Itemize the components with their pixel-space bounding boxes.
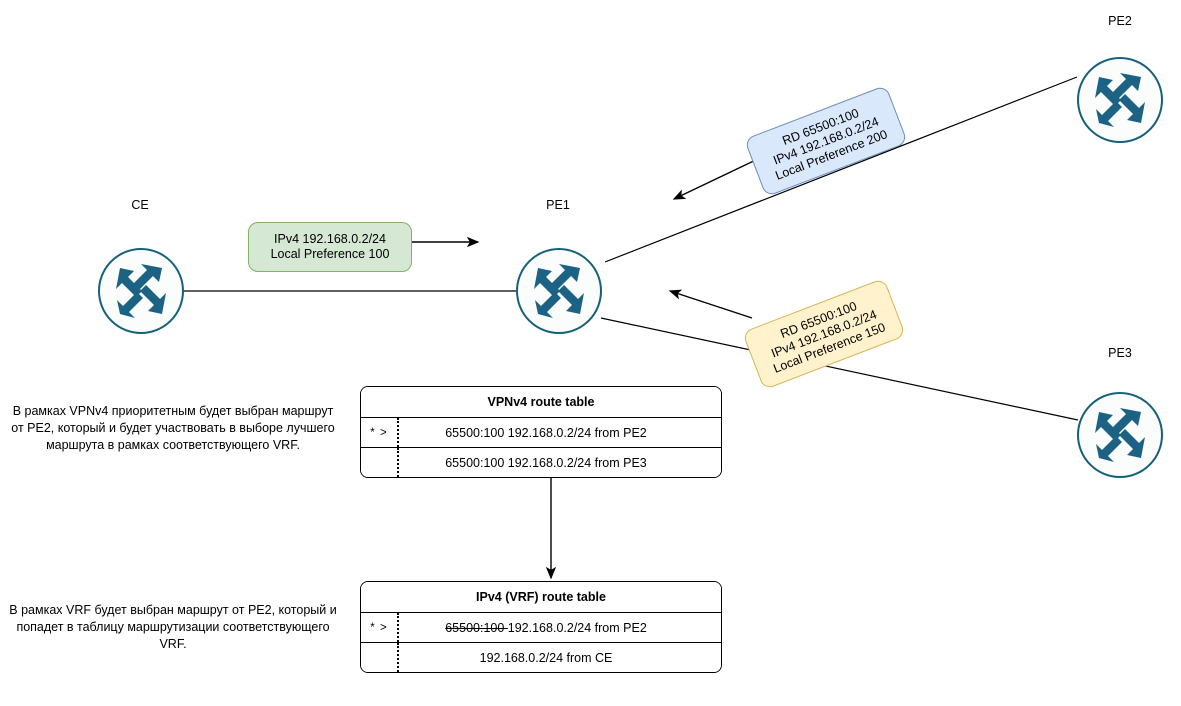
table-row[interactable]: 192.168.0.2/24 from CE bbox=[361, 643, 721, 672]
callout-pe3-advert: RD 65500:100 IPv4 192.168.0.2/24 Local P… bbox=[741, 277, 907, 391]
router-icon bbox=[1095, 408, 1145, 462]
router-icon bbox=[116, 264, 166, 318]
route-entry: 65500:100 192.168.0.2/24 from PE3 bbox=[445, 455, 647, 470]
table-title: IPv4 (VRF) route table bbox=[361, 582, 721, 613]
row-divider bbox=[397, 613, 399, 642]
table-row[interactable]: 65500:100 192.168.0.2/24 from PE3 bbox=[361, 448, 721, 477]
row-divider bbox=[397, 448, 399, 477]
route-entry: 65500:100 192.168.0.2/24 from PE2 bbox=[399, 621, 721, 635]
node-label-pe1: PE1 bbox=[546, 198, 570, 212]
arrow-pe2-advert bbox=[672, 156, 763, 200]
table-vpnv4: VPNv4 route table * > 65500:100 192.168.… bbox=[360, 386, 722, 478]
row-divider bbox=[397, 643, 399, 672]
route-entry: 65500:100 192.168.0.2/24 from PE2 bbox=[445, 425, 647, 440]
row-divider bbox=[397, 418, 399, 447]
router-pe1[interactable] bbox=[516, 248, 602, 334]
table-vrf: IPv4 (VRF) route table * > 65500:100 192… bbox=[360, 581, 722, 673]
best-path-flag: * > bbox=[370, 426, 388, 439]
route-entry-text: 192.168.0.2/24 from PE2 bbox=[507, 620, 647, 635]
note-vpnv4: В рамках VPNv4 приоритетным будет выбран… bbox=[11, 404, 335, 452]
router-ce[interactable] bbox=[98, 248, 184, 334]
router-pe3[interactable] bbox=[1077, 392, 1163, 478]
callout-ce-advert: IPv4 192.168.0.2/24 Local Preference 100 bbox=[248, 222, 412, 272]
table-title: VPNv4 route table bbox=[361, 387, 721, 418]
note-vrf: В рамках VRF будет выбран маршрут от PE2… bbox=[9, 603, 337, 651]
node-label-pe2: PE2 bbox=[1108, 14, 1132, 28]
route-entry-strikethrough: 65500:100 bbox=[445, 620, 508, 635]
node-label-ce: CE bbox=[131, 198, 149, 212]
callout-pe2-advert: RD 65500:100 IPv4 192.168.0.2/24 Local P… bbox=[743, 84, 909, 198]
table-row[interactable]: * > 65500:100 192.168.0.2/24 from PE2 bbox=[361, 418, 721, 448]
arrow-pe3-advert bbox=[668, 289, 753, 319]
table-row[interactable]: * > 65500:100 192.168.0.2/24 from PE2 bbox=[361, 613, 721, 643]
route-entry: 192.168.0.2/24 from CE bbox=[479, 650, 613, 665]
node-label-pe3: PE3 bbox=[1108, 346, 1132, 360]
best-path-flag: * > bbox=[370, 621, 388, 634]
router-pe2[interactable] bbox=[1077, 57, 1163, 143]
router-icon bbox=[1095, 73, 1145, 127]
router-icon bbox=[534, 264, 584, 318]
